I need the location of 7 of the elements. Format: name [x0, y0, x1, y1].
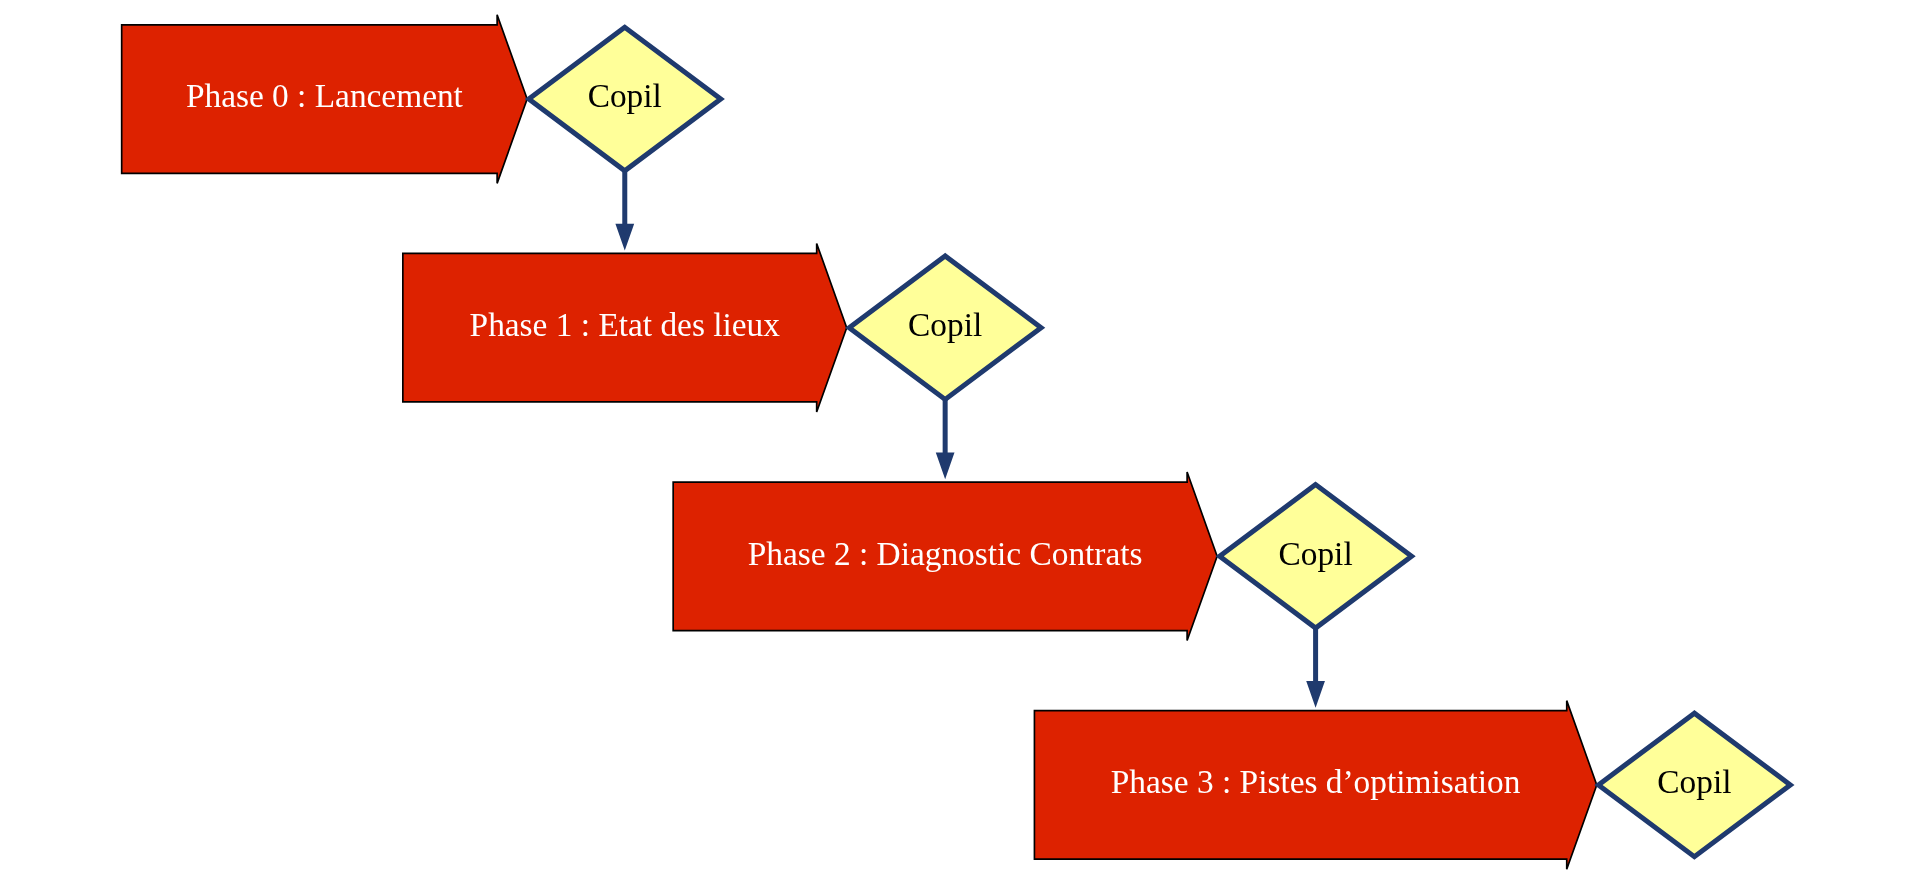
node-diamond: Copil [1593, 710, 1794, 860]
arrow [1305, 628, 1325, 708]
node-diamond: Copil [1214, 481, 1416, 632]
arrow [614, 171, 634, 251]
node-diamond: Copil [524, 24, 725, 174]
node-diamond: Copil [844, 252, 1045, 403]
arrow [935, 400, 955, 480]
